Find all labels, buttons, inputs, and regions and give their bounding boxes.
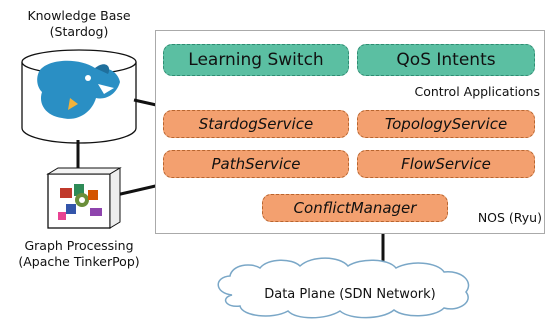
nos-label: NOS (Ryu): [477, 210, 542, 225]
topology-service-box: TopologyService: [357, 110, 535, 138]
cloud-icon: [217, 257, 470, 319]
conflict-manager-label: ConflictManager: [293, 199, 417, 217]
graph-processing-label: Graph Processing (Apache TinkerPop): [0, 238, 158, 269]
path-service-box: PathService: [163, 150, 349, 178]
qos-intents-label: QoS Intents: [396, 50, 496, 70]
database-cylinder-icon: [21, 49, 137, 144]
graph-processing-cube-icon: [46, 167, 122, 229]
qos-intents-box: QoS Intents: [357, 44, 535, 76]
topology-service-label: TopologyService: [384, 115, 508, 133]
stardog-service-label: StardogService: [198, 115, 314, 133]
stardog-service-box: StardogService: [163, 110, 349, 138]
graph-processing-title: Graph Processing: [24, 238, 134, 253]
conflict-manager-box: ConflictManager: [262, 194, 448, 222]
flow-service-box: FlowService: [357, 150, 535, 178]
learning-switch-label: Learning Switch: [188, 50, 324, 70]
learning-switch-box: Learning Switch: [163, 44, 349, 76]
control-applications-label: Control Applications: [414, 84, 540, 99]
flow-service-label: FlowService: [401, 155, 491, 173]
knowledge-base-title: Knowledge Base: [27, 8, 131, 23]
graph-processing-subtitle: (Apache TinkerPop): [18, 253, 140, 269]
knowledge-base-label: Knowledge Base (Stardog): [0, 8, 158, 39]
knowledge-base-subtitle: (Stardog): [49, 23, 109, 39]
path-service-label: PathService: [211, 155, 301, 173]
data-plane-label: Data Plane (SDN Network): [264, 287, 436, 302]
